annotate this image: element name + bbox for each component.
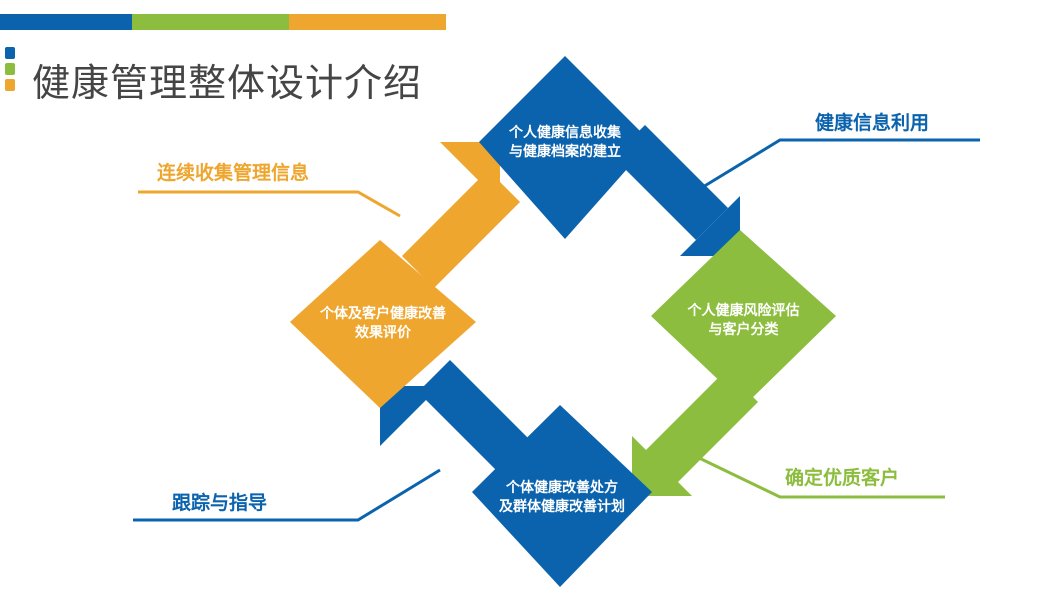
arrow-left-to-top-head xyxy=(440,142,500,202)
node-bottom-label: 个体健康改善处方 及群体健康改善计划 xyxy=(472,479,652,517)
node-bottom-line2: 及群体健康改善计划 xyxy=(499,499,625,515)
header-bar-blue xyxy=(0,14,132,30)
node-left-line2: 效果评价 xyxy=(355,325,411,341)
node-left-label: 个体及客户健康改善 效果评价 xyxy=(290,305,476,343)
arrow-bottom-to-left-head xyxy=(380,386,440,446)
node-left-line1: 个体及客户健康改善 xyxy=(320,306,446,322)
node-right-line1: 个人健康风险评估 xyxy=(687,303,800,319)
title-marker-green xyxy=(5,63,15,75)
page-title: 健康管理整体设计介绍 xyxy=(32,61,423,105)
arrow-bottom-to-left-shaft xyxy=(418,360,540,482)
diamond-bottom xyxy=(472,405,652,587)
arrow-right-to-bottom-head xyxy=(632,436,692,496)
header-bar-green xyxy=(132,14,289,30)
callout-line-top-right xyxy=(697,138,980,192)
callout-top-right: 健康信息利用 xyxy=(815,112,930,134)
callout-bottom-left: 跟踪与指导 xyxy=(172,492,268,514)
node-top-label: 个人健康信息收集 与健康档案的建立 xyxy=(479,124,651,162)
header-bar-orange xyxy=(289,14,446,30)
arrow-right-to-bottom-shaft xyxy=(638,370,758,490)
callout-line-top-left xyxy=(138,190,401,218)
node-right-line2: 与客户分类 xyxy=(708,322,779,338)
node-bottom-line1: 个体健康改善处方 xyxy=(506,480,618,496)
callout-bottom-right: 确定优质客户 xyxy=(785,467,900,489)
callout-line-bottom-right xyxy=(694,454,945,499)
node-top-line1: 个人健康信息收集 xyxy=(509,125,621,141)
node-right-label: 个人健康风险评估 与客户分类 xyxy=(651,302,836,340)
arrow-top-to-right-head xyxy=(680,196,740,256)
callout-top-left: 连续收集管理信息 xyxy=(157,162,310,184)
callout-line-bottom-left xyxy=(133,468,441,522)
arrow-left-to-top-shaft xyxy=(402,170,520,288)
title-marker-orange xyxy=(5,79,15,91)
diamond-left xyxy=(290,240,476,408)
diamond-top xyxy=(479,56,651,239)
node-top-line2: 与健康档案的建立 xyxy=(509,144,621,160)
title-marker-blue xyxy=(5,47,15,59)
arrow-top-to-right-shaft xyxy=(613,125,728,240)
diamond-right xyxy=(651,230,836,405)
